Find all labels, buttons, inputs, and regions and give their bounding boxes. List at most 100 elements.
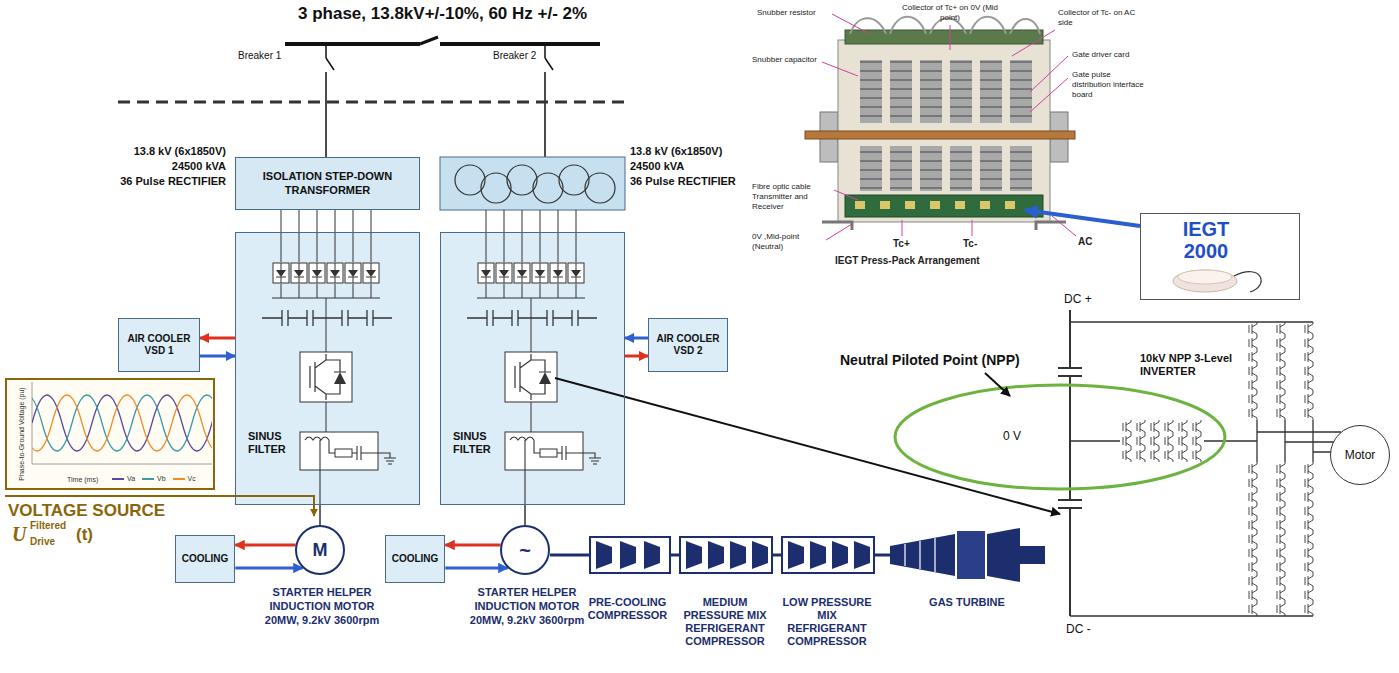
- label-text: Fibre optic cable Transmitter and Receiv…: [752, 182, 832, 212]
- node-text: IEGT 2000: [1171, 218, 1241, 262]
- label-text: 24500 kVA: [630, 160, 684, 172]
- node-text: COOLING: [392, 553, 439, 565]
- induction-motor: MSTARTER HELPER INDUCTION MOTOR 20MW, 9.…: [295, 525, 345, 575]
- label-text: Neutral Piloted Point (NPP): [840, 352, 1020, 368]
- node-text: SINUS FILTER: [453, 430, 511, 456]
- coil: [481, 173, 511, 203]
- drive-cabinet: SINUS FILTER: [440, 232, 625, 505]
- node-text: COOLING: [182, 553, 229, 565]
- turbine-section: [987, 528, 1020, 582]
- snubber-resistor-board: [845, 30, 1043, 44]
- leader-line: [822, 62, 858, 76]
- legend-swatch: [142, 478, 154, 480]
- leader-line: [950, 25, 951, 50]
- node-text: STARTER HELPER INDUCTION MOTOR 20MW, 9.2…: [466, 585, 588, 627]
- label-text: 13.8 kV (6x1850V): [96, 145, 226, 157]
- connector: [235, 544, 295, 547]
- label-text: 24500 kVA: [96, 160, 226, 172]
- cooling-box: COOLING: [385, 535, 446, 583]
- connector: [235, 567, 302, 570]
- node-text: ISOLATION STEP-DOWN TRANSFORMER: [242, 170, 413, 196]
- gate-driver-board: [845, 195, 1043, 217]
- breaker-line: [325, 44, 327, 157]
- node-text: M: [313, 540, 328, 560]
- turbine-compressor: [890, 534, 955, 576]
- node-text: Phase-to-Ground Voltage (pu): [18, 379, 26, 489]
- clamp-rod: [805, 131, 1075, 139]
- coil: [455, 165, 485, 195]
- label-text: PRE-COOLING COMPRESSOR: [585, 596, 670, 622]
- igbt-column: [1246, 462, 1260, 616]
- label-text: Breaker 1: [238, 50, 281, 61]
- phase-shift-transformer: [440, 157, 625, 210]
- induction-motor: ~STARTER HELPER INDUCTION MOTOR 20MW, 9.…: [500, 525, 550, 575]
- board-chips: [855, 201, 1015, 209]
- impeller-stages: [686, 541, 768, 569]
- npp-switch-grid: [1120, 420, 1204, 462]
- node-text: Motor: [1345, 448, 1376, 462]
- legend-text: Va: [127, 475, 135, 483]
- leader-line: [1030, 78, 1068, 112]
- supply-bus: [285, 42, 600, 46]
- leader-line: [834, 190, 858, 200]
- legend-item: Va: [112, 475, 135, 483]
- igbt-column: [1302, 462, 1316, 616]
- diagram-title: 3 phase, 13.8kV+/-10%, 60 Hz +/- 2%: [298, 4, 587, 24]
- node-text: Time (ms): [67, 476, 98, 484]
- node-text: AIR COOLER VSD 2: [655, 333, 721, 357]
- igbt-column: [1246, 322, 1260, 420]
- pointer-arrow: [555, 378, 1060, 514]
- iegt-stack: [860, 146, 882, 191]
- connector: [445, 567, 507, 570]
- label-text: GAS TURBINE: [912, 596, 1022, 609]
- chart-legend: VaVbVc: [112, 475, 203, 483]
- chart-ground: [5, 378, 215, 490]
- air-cooler-box: AIR COOLER VSD 1: [118, 318, 200, 372]
- label-text: VOLTAGE SOURCE: [8, 502, 165, 519]
- air-cooler-box: AIR COOLER VSD 2: [648, 318, 728, 372]
- label-text: AC: [1078, 236, 1092, 248]
- breaker-blade: [326, 58, 334, 70]
- exhaust: [1020, 546, 1045, 564]
- label-text: 36 Pulse RECTIFIER: [96, 175, 226, 187]
- leader-line: [902, 220, 903, 236]
- label-text: DC -: [1066, 622, 1091, 636]
- iegt-stack: [920, 146, 942, 191]
- legend-swatch: [173, 478, 185, 480]
- npp-arrow: [985, 373, 1010, 396]
- igbt-column: [1274, 322, 1288, 420]
- compressor-casing: [782, 537, 874, 573]
- iegt-stack: [1010, 146, 1032, 191]
- drive-cabinet: SINUS FILTER: [235, 232, 420, 505]
- label-text: Drive: [30, 537, 55, 547]
- iegt-stack: [950, 60, 972, 123]
- label-text: 13.8 kV (6x1850V): [630, 145, 722, 157]
- iegt-stack: [950, 146, 972, 191]
- iegt-device: [1173, 270, 1237, 292]
- motor-circle: Motor: [1330, 425, 1390, 485]
- leader-line: [1052, 216, 1076, 236]
- gate-lead: [1234, 272, 1261, 292]
- coil: [533, 173, 563, 203]
- bus-break: [420, 37, 438, 44]
- connector: [200, 355, 235, 358]
- iegt-stack: [1010, 60, 1032, 123]
- combustor: [957, 531, 985, 579]
- label-text: LOW PRESSURE MIX REFRIGERANT COMPRESSOR: [782, 596, 872, 648]
- mounting-feet: [822, 222, 1066, 230]
- pointer-arrow: [1025, 210, 1140, 226]
- label-text: Gate driver card: [1072, 50, 1129, 60]
- coil: [559, 165, 589, 195]
- dc-capacitor: [1058, 368, 1082, 508]
- turbine-blades: [905, 538, 935, 572]
- label-text: Gate pulse distribution interface board: [1072, 70, 1147, 100]
- iegt-stack: [920, 60, 942, 123]
- boundary-dashed-line: [118, 101, 625, 104]
- iegt-box: IEGT 2000: [1140, 213, 1300, 300]
- leader-line: [1012, 30, 1055, 56]
- igbt-column: [1302, 322, 1316, 420]
- leader-line: [832, 14, 868, 33]
- coil: [507, 165, 537, 195]
- iegt-stack: [890, 60, 912, 123]
